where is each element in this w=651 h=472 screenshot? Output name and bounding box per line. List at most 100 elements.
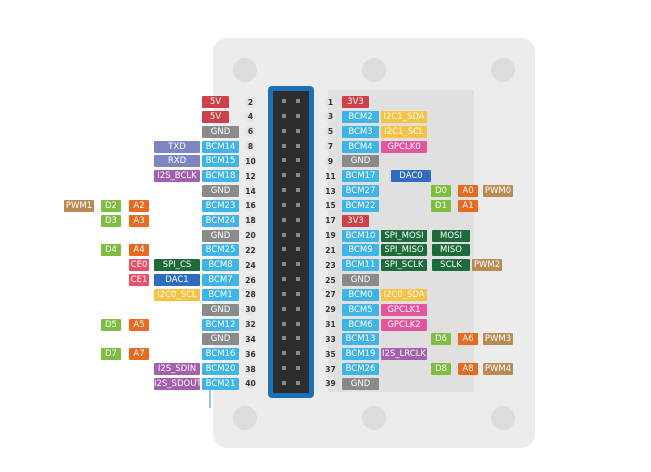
- pin-number: 15: [325, 200, 336, 212]
- pin-label-power3v3: 3V3: [342, 214, 369, 227]
- pin-label-bcm: BCM25: [202, 244, 239, 257]
- pin-label-bcm: BCM22: [342, 199, 379, 212]
- pin-label-uart: TXD: [154, 140, 200, 153]
- header-pin: [282, 247, 286, 252]
- gpio-header-connector: [268, 86, 314, 398]
- header-pin: [296, 173, 300, 178]
- header-pin: [282, 232, 286, 237]
- pin-number: 31: [325, 319, 336, 331]
- pin-label-bcm: BCM27: [342, 185, 379, 198]
- pin-label-bcm: BCM7: [202, 274, 239, 287]
- pin-label-dac: DAC1: [154, 274, 200, 287]
- pin-number: 8: [245, 141, 256, 153]
- pin-label-i2s: I2S_SDOUT: [154, 377, 200, 390]
- pin-number: 26: [245, 274, 256, 286]
- pin-label-bcm: BCM18: [202, 170, 239, 183]
- pin-label-bcm: BCM13: [342, 333, 379, 346]
- header-pin: [282, 351, 286, 356]
- pin-number: 39: [325, 378, 336, 390]
- pin-label-ce: CE1: [129, 274, 149, 287]
- pin-number: 9: [325, 155, 336, 167]
- pin-number: 18: [245, 215, 256, 227]
- pin-label-analog: A7: [129, 348, 149, 361]
- header-pin: [296, 99, 300, 103]
- header-pin: [282, 158, 286, 163]
- header-pin: [296, 277, 300, 282]
- pin-label-bcm: BCM4: [342, 140, 379, 153]
- pin-label-pwm: PWM2: [472, 259, 502, 272]
- header-pin: [296, 336, 300, 341]
- pin-label-i2c: I2C0_SDA: [381, 288, 427, 301]
- pin-label-bcm: BCM11: [342, 259, 379, 272]
- pin-label-spi: SPI_CS: [154, 259, 200, 272]
- mounting-hole-bottom-right: [491, 406, 515, 430]
- pin-label-analog: A4: [129, 244, 149, 257]
- pin-number: 35: [325, 348, 336, 360]
- pin-label-bcm: BCM2: [342, 110, 379, 123]
- header-pin: [296, 143, 300, 148]
- pin-label-power5v: 5V: [202, 110, 229, 123]
- pin-label-i2s: I2S_SDIN: [154, 363, 200, 376]
- pin-number: 16: [245, 200, 256, 212]
- header-pin: [282, 217, 286, 222]
- pin-number: 22: [245, 244, 256, 256]
- pin-label-spi: SPI_MISO: [381, 244, 427, 257]
- pin-number: 12: [245, 170, 256, 182]
- pin-label-analog: A3: [129, 214, 149, 227]
- pin-label-pwm: PWM0: [483, 185, 513, 198]
- pin-label-bcm: BCM0: [342, 288, 379, 301]
- pin-label-uart: RXD: [154, 155, 200, 168]
- pin-label-ground: GND: [342, 377, 379, 390]
- header-pin: [296, 128, 300, 133]
- pin-label-bcm: BCM26: [342, 363, 379, 376]
- header-pin: [282, 99, 286, 103]
- pin-number: 29: [325, 304, 336, 316]
- header-pin: [296, 351, 300, 356]
- pin-number: 34: [245, 333, 256, 345]
- pin-number: 3: [325, 111, 336, 123]
- pin-number: 6: [245, 126, 256, 138]
- mounting-hole-top-left: [233, 58, 257, 82]
- pin-label-power5v: 5V: [202, 96, 229, 108]
- pin-number: 23: [325, 259, 336, 271]
- header-pin: [282, 277, 286, 282]
- pin-label-spi: SCLK: [432, 259, 470, 272]
- pin-label-i2s: I2S_BCLK: [154, 170, 200, 183]
- pin-label-ground: GND: [202, 185, 239, 198]
- pin-label-dac: DAC0: [391, 170, 431, 183]
- pin-number: 40: [245, 378, 256, 390]
- pin-number: 24: [245, 259, 256, 271]
- pin-label-digital: D2: [101, 199, 121, 212]
- pin-label-i2c: I2C1_SCL: [381, 125, 427, 138]
- pin-label-bcm: BCM16: [202, 348, 239, 361]
- pin-label-gpclk: GPCLK0: [381, 140, 427, 153]
- pin-number: 4: [245, 111, 256, 123]
- pin-label-ground: GND: [202, 333, 239, 346]
- pin-number: 27: [325, 289, 336, 301]
- mounting-hole-top-right: [491, 58, 515, 82]
- pin-label-bcm: BCM23: [202, 199, 239, 212]
- pin-label-spi: MISO: [432, 244, 470, 257]
- pin-label-digital: D8: [431, 363, 451, 376]
- pin-label-bcm: BCM24: [202, 214, 239, 227]
- pin-label-bcm: BCM20: [202, 363, 239, 376]
- pin-label-ground: GND: [342, 155, 379, 168]
- pin-label-gpclk: GPCLK2: [381, 318, 427, 331]
- pin-label-digital: D7: [101, 348, 121, 361]
- pin-label-gpclk: GPCLK1: [381, 303, 427, 316]
- header-pin: [296, 188, 300, 193]
- pin-label-digital: D4: [101, 244, 121, 257]
- pin-label-bcm: BCM10: [342, 229, 379, 242]
- header-pin: [296, 291, 300, 296]
- pin-label-i2c: I2C1_SDA: [381, 110, 427, 123]
- pin-label-bcm: BCM19: [342, 348, 379, 361]
- pin-label-digital: D5: [101, 318, 121, 331]
- pin-label-analog: A6: [458, 333, 478, 346]
- pin-number: 2: [245, 96, 256, 108]
- pin-label-bcm: BCM12: [202, 318, 239, 331]
- header-pin: [296, 202, 300, 207]
- header-pin: [282, 291, 286, 296]
- pin-label-analog: A1: [458, 199, 478, 212]
- pin-number: 30: [245, 304, 256, 316]
- pin-label-pwm: PWM1: [64, 199, 94, 212]
